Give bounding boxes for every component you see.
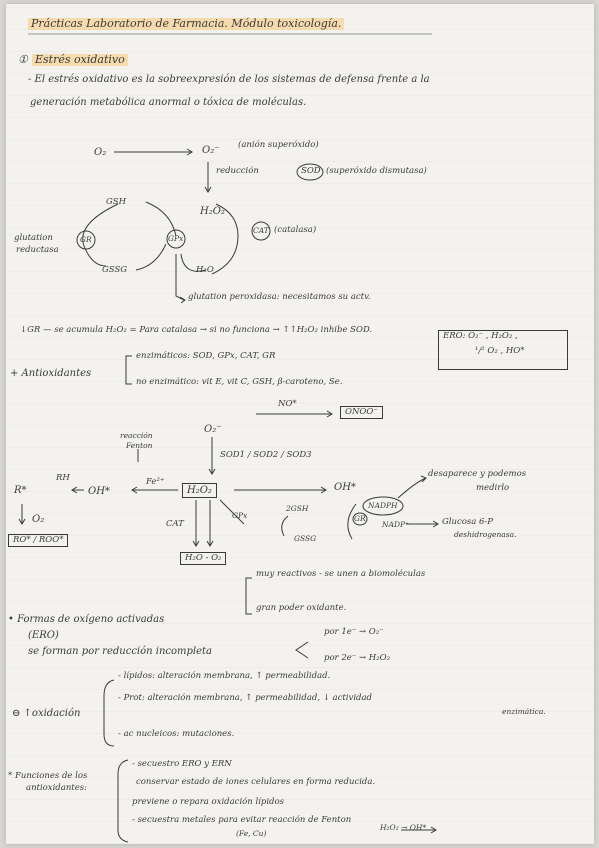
funciones-label-2: antioxidantes: <box>26 783 87 793</box>
funciones-l3: previene o repara oxidación lípidos <box>132 797 284 807</box>
notebook-page: Prácticas Laboratorio de Farmacia. Módul… <box>6 4 594 844</box>
catalasa-name: (catalasa) <box>274 225 317 235</box>
por-2e: por 2e⁻ → H₂O₂ <box>324 653 390 663</box>
gssg-label: GSSG <box>102 265 128 275</box>
funciones-l4: - secuestra metales para evitar reacción… <box>132 815 352 825</box>
g6p-line-2: deshidrogenasa. <box>454 530 517 539</box>
nadph-label: NADPH <box>368 501 398 510</box>
h2o-o2-box: H₂O - O₂ <box>180 552 227 566</box>
gsh-label: GSH <box>106 197 127 207</box>
fenton-gssg-label: GSSG <box>294 534 317 543</box>
definition-line-2: generación metabólica anormal o tóxica d… <box>30 97 307 108</box>
por-1e: por 1e⁻ → O₂⁻ <box>324 627 384 637</box>
g6p-line-1: Glucosa 6-P <box>442 517 493 527</box>
sod-name: (superóxido dismutasa) <box>326 166 427 176</box>
formas-gran-poder: gran poder oxidante. <box>256 603 347 613</box>
formas-label-2: (ERO) <box>28 630 59 641</box>
ero-line-2: ¹/² O₂ , HO* <box>475 346 525 357</box>
2gsh-label: 2GSH <box>286 504 309 513</box>
oxid-proteinas-1: - Prot: alteración membrana, ↑ permeabil… <box>118 693 372 703</box>
formas-label-1: • Formas de oxígeno activadas <box>8 614 165 625</box>
sod-label: SOD <box>301 166 321 176</box>
fenton-cat-label: CAT <box>166 519 184 529</box>
funciones-label-1: * Funciones de los <box>8 771 88 781</box>
oh-radical-left: OH* <box>88 486 110 497</box>
funciones-l1: - secuestro ERO y ERN <box>132 759 232 769</box>
antiox-enzimaticos: enzimáticos: SOD, GPx, CAT, GR <box>136 351 276 361</box>
oxidacion-label: ⊖ ↑oxidación <box>12 708 81 719</box>
sod-isoforms: SOD1 / SOD2 / SOD3 <box>220 450 312 460</box>
onoo-box: ONOO⁻ <box>340 406 383 420</box>
funciones-l6: H₂O₂ → OH* <box>380 823 427 832</box>
oh-radical-right: OH* <box>334 482 356 493</box>
oxid-proteinas-2: enzimática. <box>502 707 546 716</box>
oxid-lipidos: - lípidos: alteración membrana, ↑ permea… <box>118 671 331 681</box>
h2o2-label: H₂O₂ <box>200 206 225 217</box>
gr-label: GR <box>80 235 92 244</box>
gr-line: ↓GR — se acumula H₂O₂ = Para catalasa → … <box>20 325 373 335</box>
reduction-label: reducción <box>216 166 259 176</box>
funciones-l2: conservar estado de iones celulares en f… <box>136 777 376 787</box>
reduccion-incompleta: se forman por reducción incompleta <box>28 646 212 657</box>
fenton-gr-label: GR <box>354 514 366 523</box>
definition-line-1: - El estrés oxidativo es la sobreexpresi… <box>28 74 430 85</box>
reaccion-label: reacción <box>120 431 153 440</box>
cat-label: CAT <box>253 226 269 235</box>
funciones-l5: (Fe, Cu) <box>236 829 267 838</box>
hand-drawn-lines <box>18 33 439 843</box>
h2o-label: H₂O <box>196 265 214 275</box>
glutation-reductasa-1: glutation <box>14 233 53 243</box>
page-title: Prácticas Laboratorio de Farmacia. Módul… <box>28 17 345 31</box>
formas-muy-reactivos: muy reactivos - se unen a biomoléculas <box>256 569 426 579</box>
section-title: Estrés oxidativo <box>32 53 128 67</box>
nadp-label: NADP⁺ <box>382 520 409 529</box>
o2-label: O₂ <box>94 147 107 158</box>
fenton-label: Fenton <box>126 441 153 450</box>
no-label: NO* <box>278 399 297 409</box>
superoxide-label: O₂⁻ <box>202 145 220 156</box>
desaparece-line-2: medirlo <box>476 483 510 493</box>
ero-box: ERO: O₂⁻ , H₂O₂ , ¹/² O₂ , HO* <box>438 330 568 370</box>
r-radical: R* <box>14 485 27 496</box>
superoxide-name: (anión superóxido) <box>238 140 319 150</box>
rh-label: RH <box>56 473 70 483</box>
o2-product: O₂ <box>32 514 45 525</box>
fe2-label: Fe²⁺ <box>146 477 165 487</box>
ro-roo-box: RO* / ROO* <box>8 534 69 548</box>
ero-line-1: ERO: O₂⁻ , H₂O₂ , <box>443 331 518 341</box>
fenton-superoxide: O₂⁻ <box>204 424 222 435</box>
gpx-note: glutation peroxidasa: necesitamos su act… <box>188 292 371 302</box>
desaparece-line-1: desaparece y podemos <box>428 469 527 479</box>
glutation-reductasa-2: reductasa <box>16 245 59 255</box>
antioxidantes-label: + Antioxidantes <box>10 368 92 379</box>
h2o2-box: H₂O₂ <box>182 483 217 498</box>
oxid-ac-nucleicos: - ac nucleicos: mutaciones. <box>118 729 235 739</box>
gpx-label: GPx <box>168 234 184 243</box>
section-number: ① <box>18 53 28 66</box>
antiox-no-enzimaticos: no enzimático: vit E, vit C, GSH, β-caro… <box>136 377 343 387</box>
fenton-gpx-label: GPx <box>232 511 248 520</box>
